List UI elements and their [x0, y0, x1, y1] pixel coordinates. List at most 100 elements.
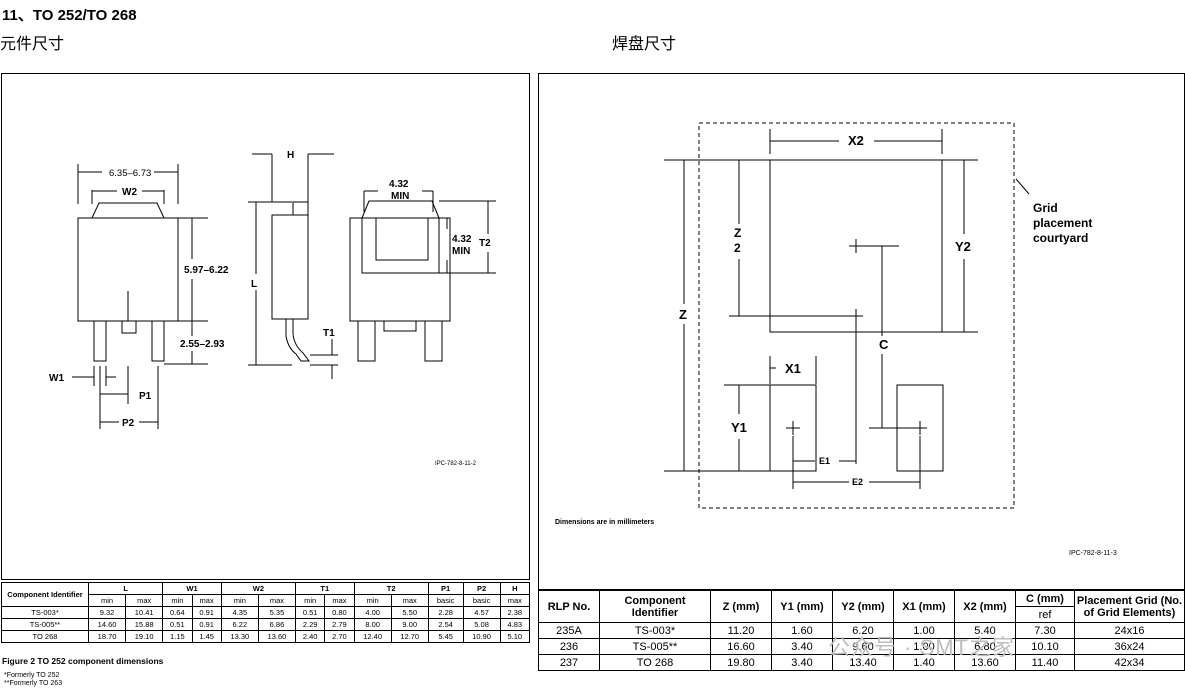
cell: 16.60: [710, 638, 772, 655]
subheader: min: [220, 594, 259, 607]
component-dimensions-heading: 元件尺寸: [0, 34, 65, 53]
section-title: 11、TO 252/TO 268: [2, 7, 137, 24]
cell: 1.15: [162, 630, 193, 643]
land-pattern-panel: X2 Y2 Z Z 2 C X1 Y1 E1 E2 Grid placement…: [538, 73, 1185, 590]
drawing-reference: IPC-782-8-11-2: [435, 461, 477, 467]
cell: 6.86: [257, 618, 297, 631]
cell: 4.35: [220, 606, 259, 619]
watermark: 公众号 · SMT之家: [828, 635, 1015, 660]
cell: TS-003*: [1, 606, 89, 619]
cell: 42x34: [1074, 654, 1185, 671]
subheader: max: [390, 594, 429, 607]
col-placement-grid: Placement Grid (No. of Grid Elements): [1074, 590, 1185, 623]
subheader: min: [294, 594, 326, 607]
cell: 13.60: [954, 654, 1016, 671]
cell: 5.45: [427, 630, 464, 643]
lead-length-label: 2.55–2.93: [180, 339, 225, 350]
cell: TS-005**: [1, 618, 89, 631]
cell: 11.20: [710, 622, 772, 639]
cell: 2.29: [294, 618, 326, 631]
z-label: Z: [679, 307, 687, 322]
cell: 9.00: [390, 618, 429, 631]
subheader: max: [324, 594, 355, 607]
e2-label: E2: [852, 477, 863, 487]
cell: 1.40: [893, 654, 955, 671]
grid-label-3: courtyard: [1033, 231, 1088, 245]
cell: TO 268: [599, 654, 711, 671]
cell: 237: [538, 654, 600, 671]
p2-label: P2: [122, 418, 135, 429]
cell: TS-005**: [599, 638, 711, 655]
cell: 2.40: [294, 630, 326, 643]
subheader: basic: [462, 594, 501, 607]
cell: 1.60: [771, 622, 833, 639]
footnote-2: **Formerly TO 263: [4, 680, 63, 687]
cell: 0.80: [324, 606, 355, 619]
cell: 10.90: [462, 630, 501, 643]
min-height-label: 4.32: [452, 234, 472, 245]
cell: 4.00: [353, 606, 392, 619]
h-label: H: [287, 150, 294, 161]
cell: 19.80: [710, 654, 772, 671]
cell: 3.40: [771, 638, 833, 655]
cell: TO 268: [1, 630, 89, 643]
cell: 5.08: [462, 618, 501, 631]
component-dimensions-table: Component Identifier L W1 W2 T1 T2 P1 P2…: [1, 582, 531, 643]
height-label: 5.97–6.22: [184, 265, 229, 276]
subheader: basic: [427, 594, 464, 607]
land-pattern-heading: 焊盘尺寸: [612, 34, 677, 53]
cell: 0.91: [191, 606, 222, 619]
subheader: max: [191, 594, 222, 607]
min-width-label: 4.32: [389, 179, 409, 190]
cell: 15.88: [125, 618, 164, 631]
cell: 10.41: [125, 606, 164, 619]
col-x1: X1 (mm): [893, 590, 955, 623]
t2-label: T2: [479, 238, 491, 249]
cell: 24x16: [1074, 622, 1185, 639]
cell: 5.50: [390, 606, 429, 619]
y1-label: Y1: [731, 420, 747, 435]
x2-label: X2: [848, 133, 864, 148]
z-half-numerator: Z: [734, 226, 741, 240]
col-p2: P2: [462, 582, 501, 595]
col-l: L: [87, 582, 164, 595]
cell: 12.40: [353, 630, 392, 643]
cell: 236: [538, 638, 600, 655]
cell: 235A: [538, 622, 600, 639]
cell: 5.35: [257, 606, 297, 619]
cell: 0.91: [191, 618, 222, 631]
col-w1: W1: [162, 582, 222, 595]
figure-caption: Figure 2 TO 252 component dimensions: [2, 656, 164, 666]
w2-label: W2: [122, 187, 137, 198]
grid-label-1: Grid: [1033, 201, 1058, 215]
grid-label-2: placement: [1033, 216, 1092, 230]
col-t2: T2: [353, 582, 429, 595]
land-pattern-table: RLP No. Component Identifier Z (mm) Y1 (…: [538, 590, 1185, 671]
cell: 4.83: [499, 618, 531, 631]
cell: 2.70: [324, 630, 355, 643]
x1-label: X1: [785, 361, 801, 376]
cell: 6.22: [220, 618, 259, 631]
col-component-identifier: Component Identifier: [1, 582, 89, 607]
cell: 14.60: [87, 618, 127, 631]
l-label: L: [251, 279, 257, 290]
drawing-reference: IPC-782-8-11-3: [1069, 550, 1117, 557]
cell: 19.10: [125, 630, 164, 643]
col-p1: P1: [427, 582, 464, 595]
subheader: min: [353, 594, 392, 607]
cell: TS-003*: [599, 622, 711, 639]
cell: 1.00: [893, 638, 955, 655]
z-half-denominator: 2: [734, 241, 741, 255]
cell: 7.30: [1015, 622, 1075, 639]
cell: 18.70: [87, 630, 127, 643]
footnote-1: *Formerly TO 252: [4, 672, 60, 679]
subheader: max: [499, 594, 531, 607]
cell: 1.45: [191, 630, 222, 643]
col-w2: W2: [220, 582, 297, 595]
cell: 0.51: [294, 606, 326, 619]
cell: 9.32: [87, 606, 127, 619]
